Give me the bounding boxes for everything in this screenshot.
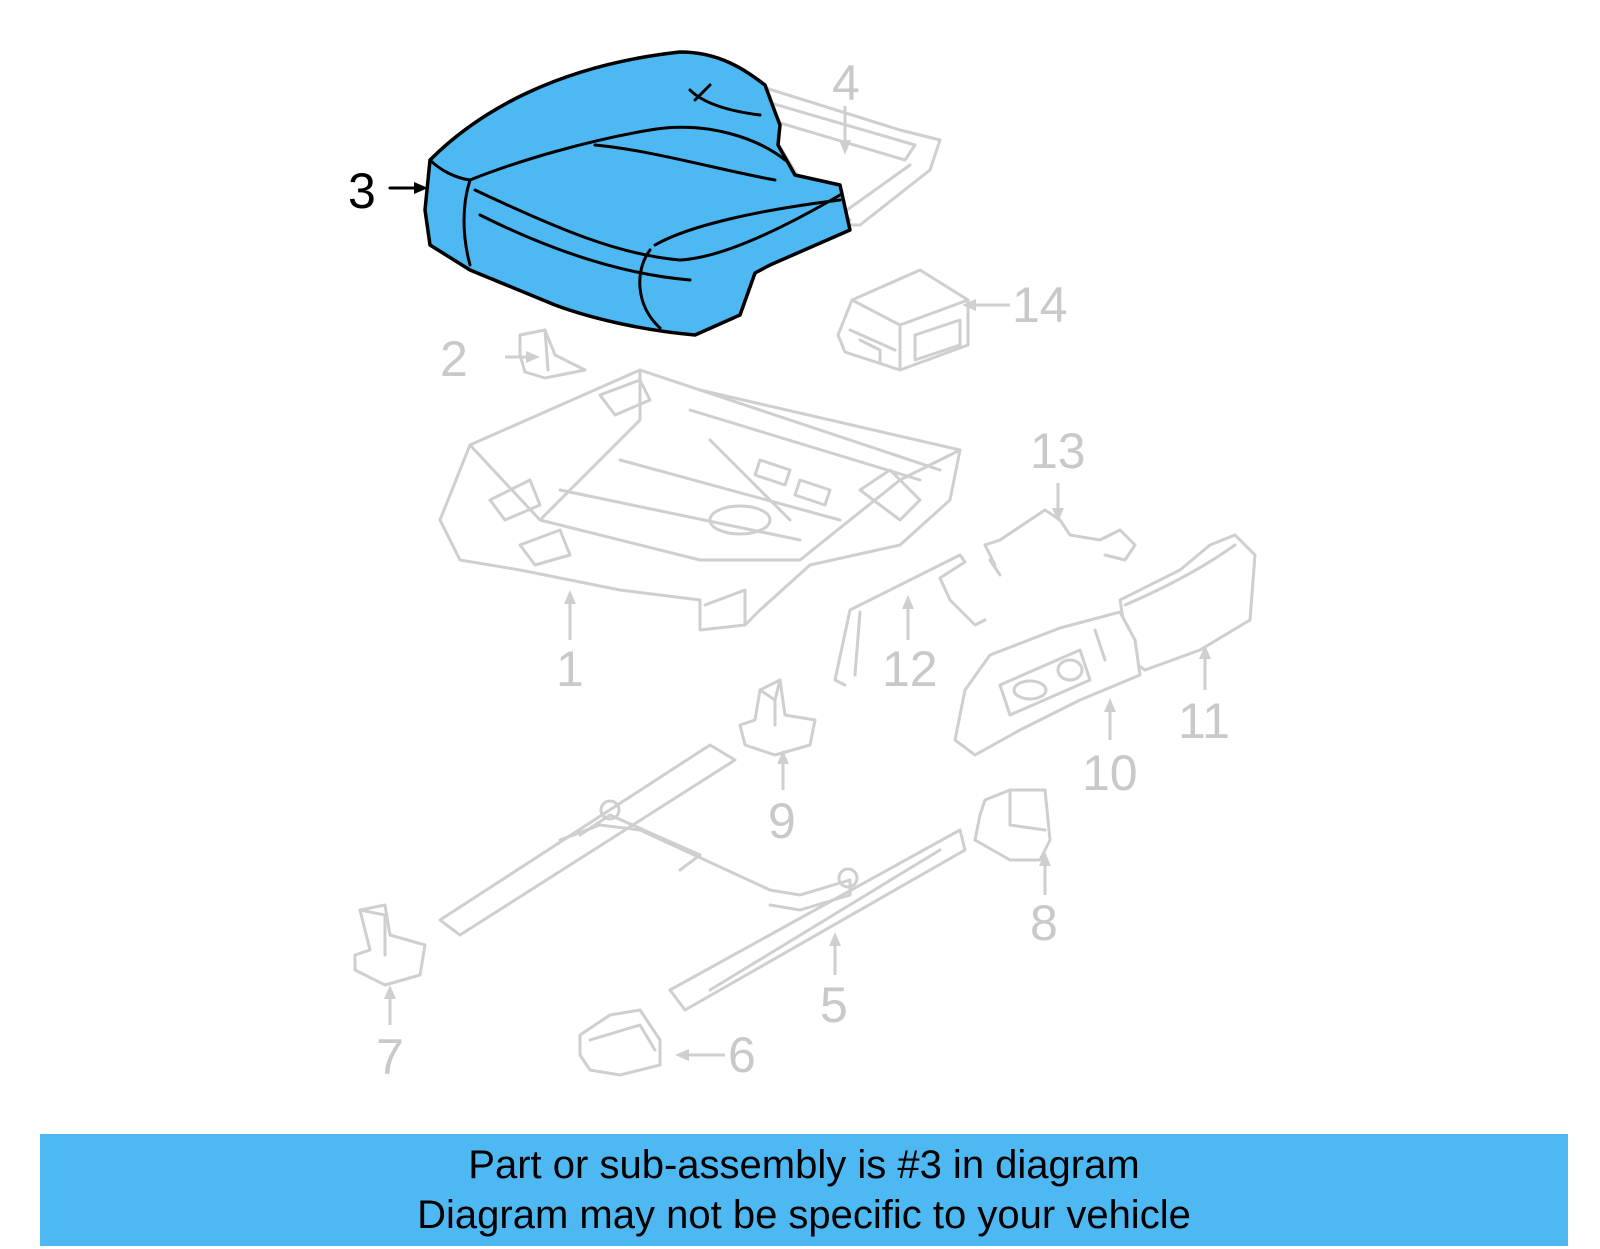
callout-3: 3 xyxy=(348,163,376,219)
part-9-bracket xyxy=(738,678,817,757)
part-11-side-trim xyxy=(1118,533,1257,672)
part-14-control-module xyxy=(836,268,970,372)
banner-line-disclaimer: Diagram may not be specific to your vehi… xyxy=(417,1193,1191,1237)
part-3-seat-cushion-cover[interactable] xyxy=(423,50,852,337)
part-7-bracket xyxy=(353,903,427,987)
callout-4: 4 xyxy=(832,55,860,111)
part-12-wire xyxy=(833,553,987,687)
banner-line-part: Part or sub-assembly is #3 in diagram xyxy=(468,1143,1140,1187)
callout-1: 1 xyxy=(556,641,584,697)
callout-5: 5 xyxy=(820,977,848,1033)
callout-14: 14 xyxy=(1012,277,1068,333)
callout-11: 11 xyxy=(1178,693,1230,749)
part-13-wire xyxy=(983,508,1137,577)
callout-8: 8 xyxy=(1030,895,1058,951)
callout-10: 10 xyxy=(1082,745,1138,801)
cushion-cover-shape xyxy=(423,50,852,337)
callout-13: 13 xyxy=(1030,423,1086,479)
callout-7: 7 xyxy=(376,1029,404,1085)
part-5-seat-track xyxy=(438,743,967,1012)
info-banner: Part or sub-assembly is #3 in diagram Di… xyxy=(40,1134,1568,1246)
part-1-seat-frame xyxy=(438,368,962,632)
callout-6: 6 xyxy=(728,1027,756,1083)
callout-2: 2 xyxy=(440,331,468,387)
callout-12: 12 xyxy=(882,641,938,697)
callout-9: 9 xyxy=(768,793,796,849)
callout-arrows xyxy=(384,106,1211,1061)
part-6-foot-cover xyxy=(578,1008,662,1077)
part-10-switch-bezel xyxy=(953,610,1142,757)
part-8-bracket xyxy=(973,788,1052,862)
